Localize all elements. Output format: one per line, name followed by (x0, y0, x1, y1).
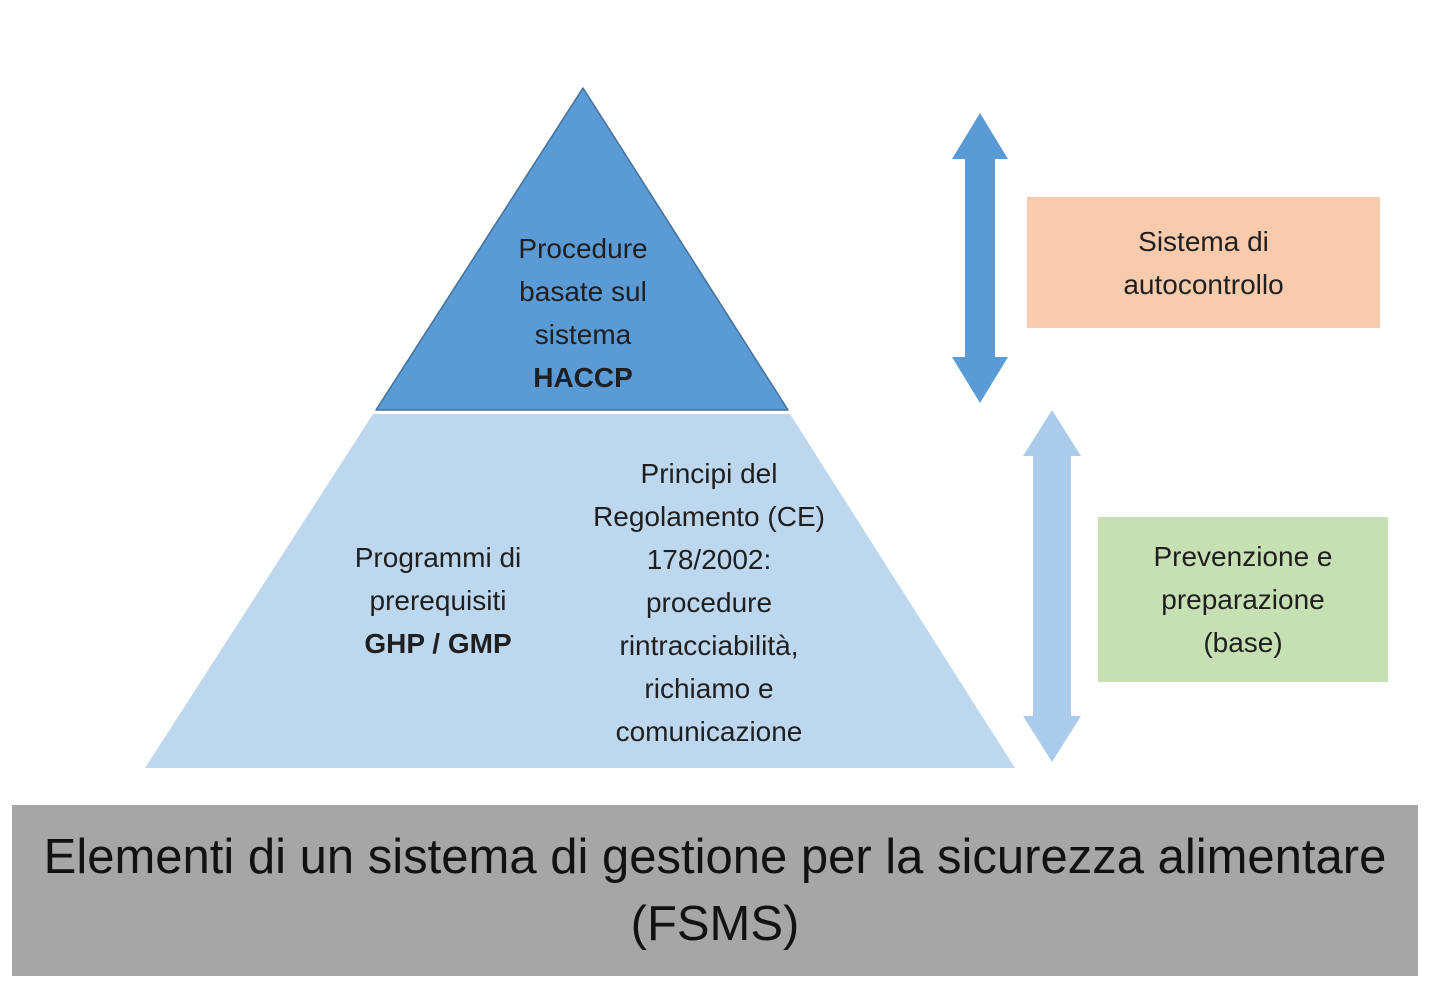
banner-line-fsms: (FSMS) (630, 896, 800, 951)
bottom-right-line: rintracciabilità, (619, 630, 799, 661)
pyramid-bottom-right-label: Principi del Regolamento (CE) 178/2002: … (544, 452, 874, 753)
pyramid-top-line-haccp: HACCP (533, 362, 633, 393)
pyramid-top-line: sistema (534, 319, 632, 350)
banner-line: Elementi di un sistema di gestione per l… (43, 829, 1387, 884)
prevenzione-line: (base) (1203, 627, 1283, 658)
prevenzione-line: Prevenzione e (1153, 541, 1333, 572)
bottom-right-line: richiamo e (644, 673, 774, 704)
bottom-right-line: comunicazione (615, 716, 803, 747)
pyramid-top-line: basate sul (519, 276, 647, 307)
double-arrow-light-icon (1023, 410, 1081, 762)
pyramid-bottom-left-label: Programmi di prerequisiti GHP / GMP (278, 536, 598, 665)
bottom-right-line: Principi del (640, 458, 778, 489)
autocontrollo-line: Sistema di (1138, 225, 1269, 257)
prevenzione-label-box: Prevenzione e preparazione (base) (1098, 517, 1388, 682)
pyramid-top-triangle-border (375, 87, 789, 411)
pyramid-bottom-trapezoid (145, 414, 1015, 768)
bottom-left-line: prerequisiti (369, 585, 507, 616)
bottom-left-line: Programmi di (354, 542, 522, 573)
pyramid-top-label: Procedure basate sul sistema HACCP (433, 227, 733, 399)
bottom-right-line: 178/2002: (646, 544, 772, 575)
autocontrollo-label-box: Sistema di autocontrollo (1027, 197, 1380, 328)
double-arrow-dark-icon (952, 113, 1008, 403)
bottom-left-line-ghp-gmp: GHP / GMP (364, 628, 512, 659)
pyramid-top-triangle (376, 88, 788, 410)
prevenzione-line: preparazione (1161, 584, 1325, 615)
autocontrollo-line: autocontrollo (1123, 268, 1284, 300)
bottom-right-line: procedure (645, 587, 773, 618)
fsms-title-banner: Elementi di un sistema di gestione per l… (12, 805, 1418, 976)
pyramid-top-line: Procedure (518, 233, 648, 264)
bottom-right-line: Regolamento (CE) (593, 501, 825, 532)
